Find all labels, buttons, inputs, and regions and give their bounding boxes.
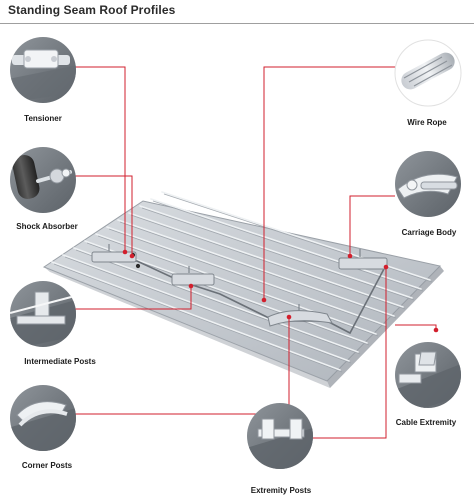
carriage-body-callout <box>395 151 461 217</box>
label-shock-absorber: Shock Absorber <box>16 222 78 231</box>
shock-absorber-callout <box>10 147 76 213</box>
wire-rope-callout <box>394 39 462 107</box>
callout-endpoints <box>122 249 439 333</box>
tensioner-callout <box>10 37 76 103</box>
roof-seam-shadows <box>53 193 433 373</box>
cable-extremity-callout <box>395 342 461 408</box>
corner-posts-callout <box>10 385 76 451</box>
title-divider <box>0 23 474 24</box>
label-wire-rope: Wire Rope <box>407 118 447 127</box>
intermediate-posts-callout <box>10 281 76 347</box>
label-cable-extremity: Cable Extremity <box>395 418 457 427</box>
label-tensioner: Tensioner <box>24 114 62 123</box>
standing-seam-roof-panel <box>42 200 444 388</box>
label-extremity-posts: Extremity Posts <box>250 486 312 495</box>
extremity-posts-callout <box>247 403 313 469</box>
label-carriage-body: Carriage Body <box>401 228 457 237</box>
cable-system-on-roof <box>91 244 388 335</box>
label-intermediate-posts: Intermediate Posts <box>24 357 96 366</box>
label-corner-posts: Corner Posts <box>21 461 73 470</box>
page-title: Standing Seam Roof Profiles <box>8 3 176 17</box>
